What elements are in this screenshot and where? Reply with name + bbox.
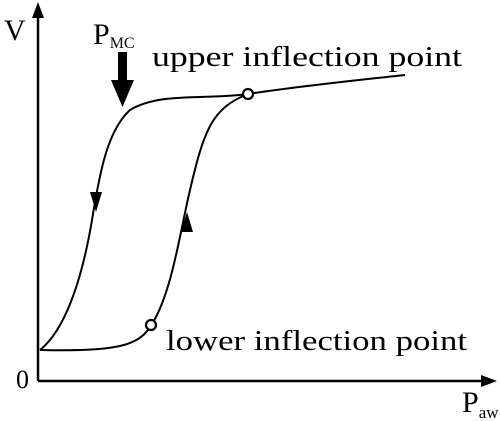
pmc-label: PMC [93,18,135,52]
lower-inflection-label: lower inflection point [166,326,467,357]
inflation-direction-arrow [181,212,193,232]
x-axis-arrowhead [481,375,497,387]
x-axis-label-main: P [462,386,479,419]
pmc-arrow-head [111,80,134,107]
origin-label: 0 [16,365,29,394]
y-axis-label: V [4,14,26,47]
pmc-label-sub: MC [110,35,135,52]
deflation-direction-arrow [90,192,102,212]
lower-inflection-marker [144,318,158,332]
upper-inflection-marker [241,87,255,101]
pmc-label-main: P [93,18,110,51]
pmc-arrow-shaft [118,52,127,82]
deflation-curve [39,93,249,351]
y-axis-arrowhead [32,2,44,18]
x-axis-label-sub: aw [479,403,500,421]
x-axis-label: Paw [462,386,499,421]
inflation-curve [39,74,406,352]
upper-inflection-label: upper inflection point [152,42,462,73]
